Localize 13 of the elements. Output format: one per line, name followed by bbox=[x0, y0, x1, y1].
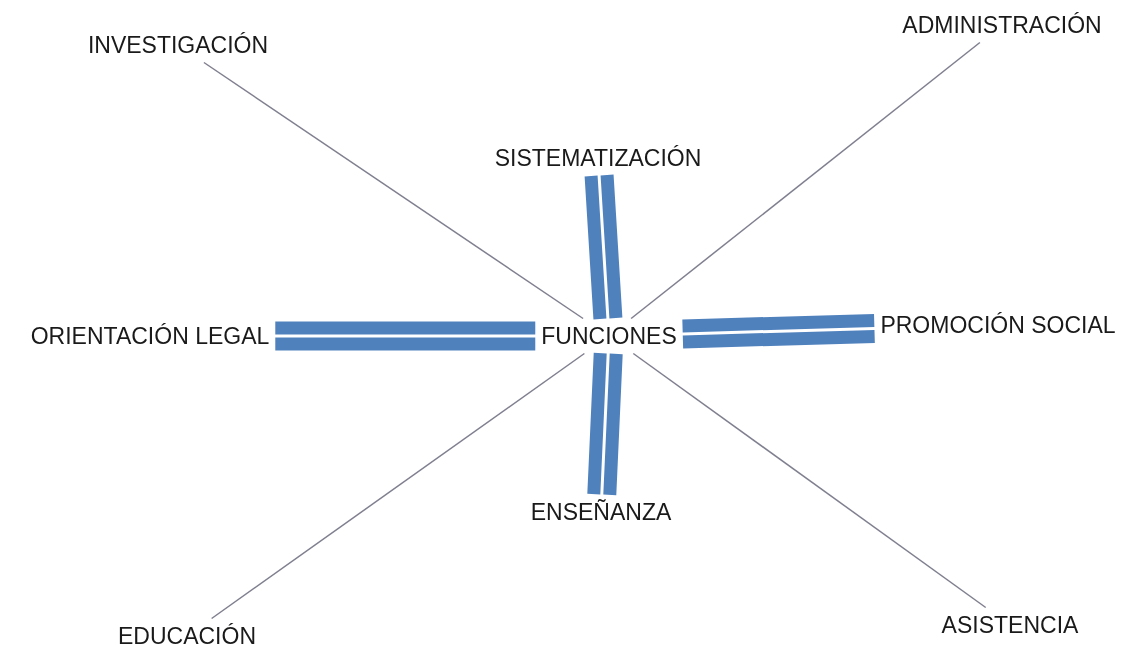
line-connector bbox=[630, 41, 981, 320]
line-connector bbox=[632, 352, 987, 609]
node-label: SISTEMATIZACIÓN bbox=[488, 140, 708, 176]
node-label: ASISTENCIA bbox=[935, 607, 1085, 643]
line-connector bbox=[203, 61, 584, 320]
node-label: FUNCIONES bbox=[535, 318, 683, 354]
line-connector bbox=[210, 352, 586, 620]
node-label: ORIENTACIÓN LEGAL bbox=[24, 318, 276, 354]
node-label: EDUCACIÓN bbox=[112, 618, 262, 649]
node-label: ADMINISTRACIÓN bbox=[896, 7, 1108, 43]
node-label: INVESTIGACIÓN bbox=[81, 27, 275, 63]
node-label: PROMOCIÓN SOCIAL bbox=[874, 307, 1122, 343]
node-label: ENSEÑANZA bbox=[524, 494, 678, 530]
